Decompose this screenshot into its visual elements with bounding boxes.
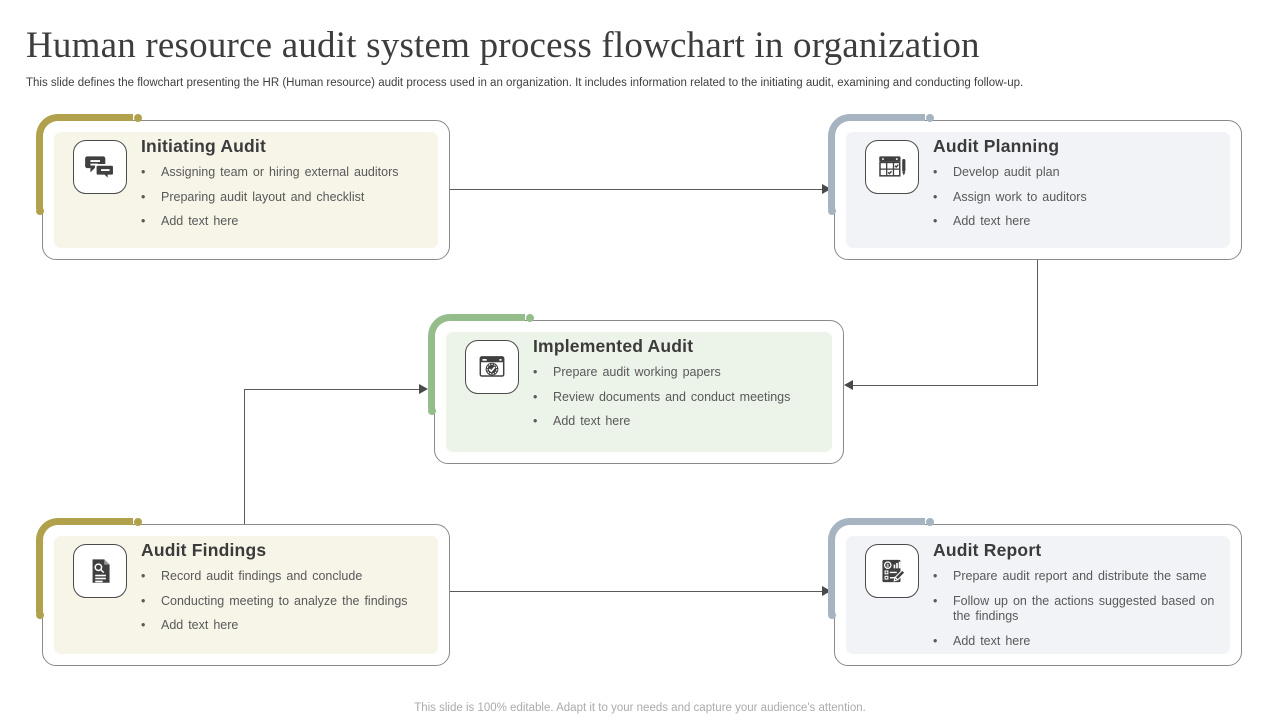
page-title: Human resource audit system process flow…	[26, 25, 980, 66]
bullet-item: •Prepare audit report and distribute the…	[933, 569, 1207, 583]
slide-footer-note: This slide is 100% editable. Adapt it to…	[414, 702, 866, 714]
arrowhead-icon	[822, 586, 831, 596]
node-title: Audit Findings	[141, 540, 267, 560]
node-title: Initiating Audit	[141, 136, 267, 156]
node-audit-report: $ Audit Report •Prepare audit report and…	[827, 517, 1242, 666]
node-title: Implemented Audit	[533, 336, 694, 356]
bullet-item: •Review documents and conduct meetings	[533, 389, 791, 404]
arrowhead-icon	[844, 380, 853, 390]
node-initiating-audit: Initiating Audit •Assigning team or hiri…	[35, 113, 450, 260]
arrowhead-icon	[822, 184, 831, 194]
report-pencil-icon: $	[865, 544, 919, 598]
bullet-item: •Add text here	[533, 414, 631, 429]
bullet-item: •Assign work to auditors	[933, 189, 1087, 204]
node-implemented-audit: Implemented Audit •Prepare audit working…	[427, 313, 844, 464]
bullet-item: •Develop audit plan	[933, 165, 1060, 179]
bullet-item: •Add text here	[141, 618, 239, 633]
bullet-item: •Assigning team or hiring external audit…	[141, 165, 399, 179]
bullet-item: •Follow up on the actions suggested base…	[933, 593, 1215, 624]
bullet-item: •Preparing audit layout and checklist	[141, 189, 365, 204]
node-title: Audit Report	[933, 540, 1042, 560]
window-checkmark-icon	[465, 340, 519, 394]
schedule-table-pen-icon	[865, 140, 919, 194]
chat-bubbles-icon	[73, 140, 127, 194]
svg-text:$: $	[886, 563, 889, 569]
slide-subtitle: This slide defines the flowchart present…	[26, 77, 1024, 89]
bullet-item: •Prepare audit working papers	[533, 365, 721, 379]
bullet-item: •Add text here	[141, 214, 239, 229]
bullet-item: •Add text here	[933, 633, 1031, 648]
bullet-item: •Record audit findings and conclude	[141, 569, 363, 583]
node-title: Audit Planning	[933, 136, 1060, 156]
document-search-icon	[73, 544, 127, 598]
node-audit-planning: Audit Planning •Develop audit plan •Assi…	[827, 113, 1242, 260]
node-audit-findings: Audit Findings •Record audit findings an…	[35, 517, 450, 666]
arrowhead-icon	[419, 384, 428, 394]
bullet-item: •Conducting meeting to analyze the findi…	[141, 593, 408, 608]
bullet-item: •Add text here	[933, 214, 1031, 229]
